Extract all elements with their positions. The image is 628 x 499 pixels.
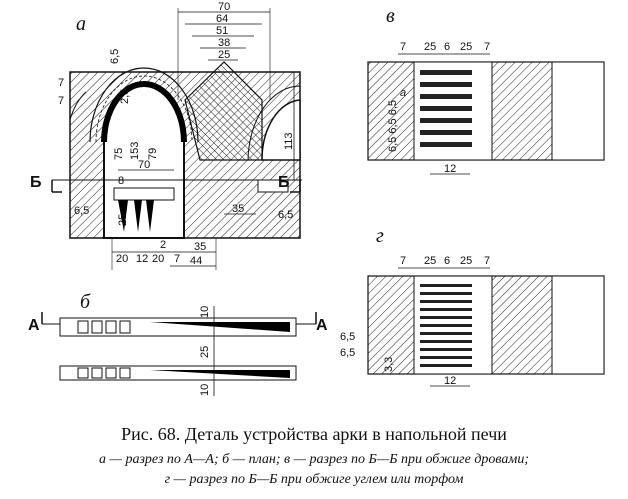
dim-v-6: 6: [444, 41, 450, 53]
figure-caption-line2: г — разрез по Б—Б при обжиге углем или т…: [164, 472, 464, 487]
dim-a-7-second: 7: [58, 95, 64, 107]
dim-a-7-first: 7: [58, 77, 64, 89]
b-marker-right: [290, 180, 301, 193]
dim-v-7a: 7: [400, 41, 406, 53]
dim-a-w70: 70: [138, 159, 150, 171]
left-arch-outer: [69, 91, 87, 121]
dim-a-75: 75: [113, 148, 125, 160]
panel-b-plan: [41, 306, 317, 396]
dim-v-7b: 7: [484, 41, 490, 53]
dim-b-10a: 10: [199, 306, 211, 318]
figure-caption-line1: а — разрез по А—А; б — план; в — разрез …: [99, 452, 529, 467]
dim-a-bot-2: 2: [160, 239, 166, 251]
dim-g-6-5a: 6,5: [340, 331, 355, 343]
dim-g-7a: 7: [400, 255, 406, 267]
grate-bars: [118, 200, 154, 232]
panel-label-a: а: [76, 13, 86, 35]
dim-a-bot-20b: 20: [152, 253, 164, 265]
dim-a-6-5-left: 6,5: [109, 49, 121, 64]
mark-b-right: Б: [278, 174, 290, 191]
dim-v-25a: 25: [424, 41, 436, 53]
dim-a-8: 8: [118, 175, 124, 187]
dim-v-25b: 25: [460, 41, 472, 53]
dim-a-bot-12: 12: [136, 253, 148, 265]
dim-a-bot-35: 35: [194, 241, 206, 253]
mark-b-left: Б: [30, 174, 42, 191]
arch-dash: [95, 75, 193, 143]
panel-label-b: б: [80, 291, 91, 313]
mark-a-right: А: [316, 317, 328, 334]
panel-v-section: [367, 53, 605, 175]
dim-a-70: 70: [218, 1, 230, 13]
dim-a-51: 51: [216, 25, 228, 37]
dim-g-12: 12: [444, 375, 456, 387]
g-right-blank: [551, 275, 605, 375]
dim-a-38: 38: [218, 37, 230, 49]
dim-v-12: 12: [444, 163, 456, 175]
panel-a-section: [51, 8, 302, 270]
right-arch: [261, 99, 301, 161]
mark-a-small: а: [400, 87, 406, 99]
dim-g-6: 6: [444, 255, 450, 267]
dim-a-6-5-right: 6,5: [278, 209, 293, 221]
side-flue: [257, 179, 289, 193]
dim-b-25: 25: [199, 346, 211, 358]
dim-a-6-5-low: 6,5: [74, 205, 89, 217]
dim-g-7b: 7: [484, 255, 490, 267]
plan-wedge-top: [150, 322, 290, 332]
dim-g-3-3: 3,3: [383, 357, 395, 372]
dim-a-2-5: 2,5: [119, 89, 131, 104]
dim-a-64: 64: [216, 13, 228, 25]
dim-a-113: 113: [283, 132, 295, 150]
dim-v-side: 6,5 6,5 6,5: [387, 100, 399, 152]
panel-g-section: [367, 267, 605, 387]
dim-a-79: 79: [147, 148, 159, 160]
plan-row-bottom: [59, 365, 297, 381]
figure-caption-title: Рис. 68. Деталь устройства арки в наполь…: [121, 424, 507, 444]
dim-a-153: 153: [129, 142, 141, 160]
dim-a-bot-7: 7: [174, 253, 180, 265]
dim-a-25: 25: [218, 49, 230, 61]
dim-a-bot-44: 44: [190, 255, 202, 267]
arch-ring: [101, 81, 187, 143]
v-right-blank: [551, 61, 605, 161]
dim-g-25a: 25: [424, 255, 436, 267]
mark-a-left: А: [28, 317, 40, 334]
b-marker-left: [51, 180, 62, 193]
central-pier: [184, 61, 263, 161]
plan-wedge-bottom: [150, 370, 290, 378]
dim-a-25-low: 25: [117, 214, 129, 226]
dim-a-bot-20: 20: [116, 253, 128, 265]
dim-g-25b: 25: [460, 255, 472, 267]
panel-label-g: г: [376, 225, 384, 247]
dim-g-6-5b: 6,5: [340, 347, 355, 359]
dim-a-35: 35: [232, 203, 244, 215]
panel-label-v: в: [386, 5, 395, 27]
dim-b-10b: 10: [199, 384, 211, 396]
flue-channel: [113, 187, 175, 201]
